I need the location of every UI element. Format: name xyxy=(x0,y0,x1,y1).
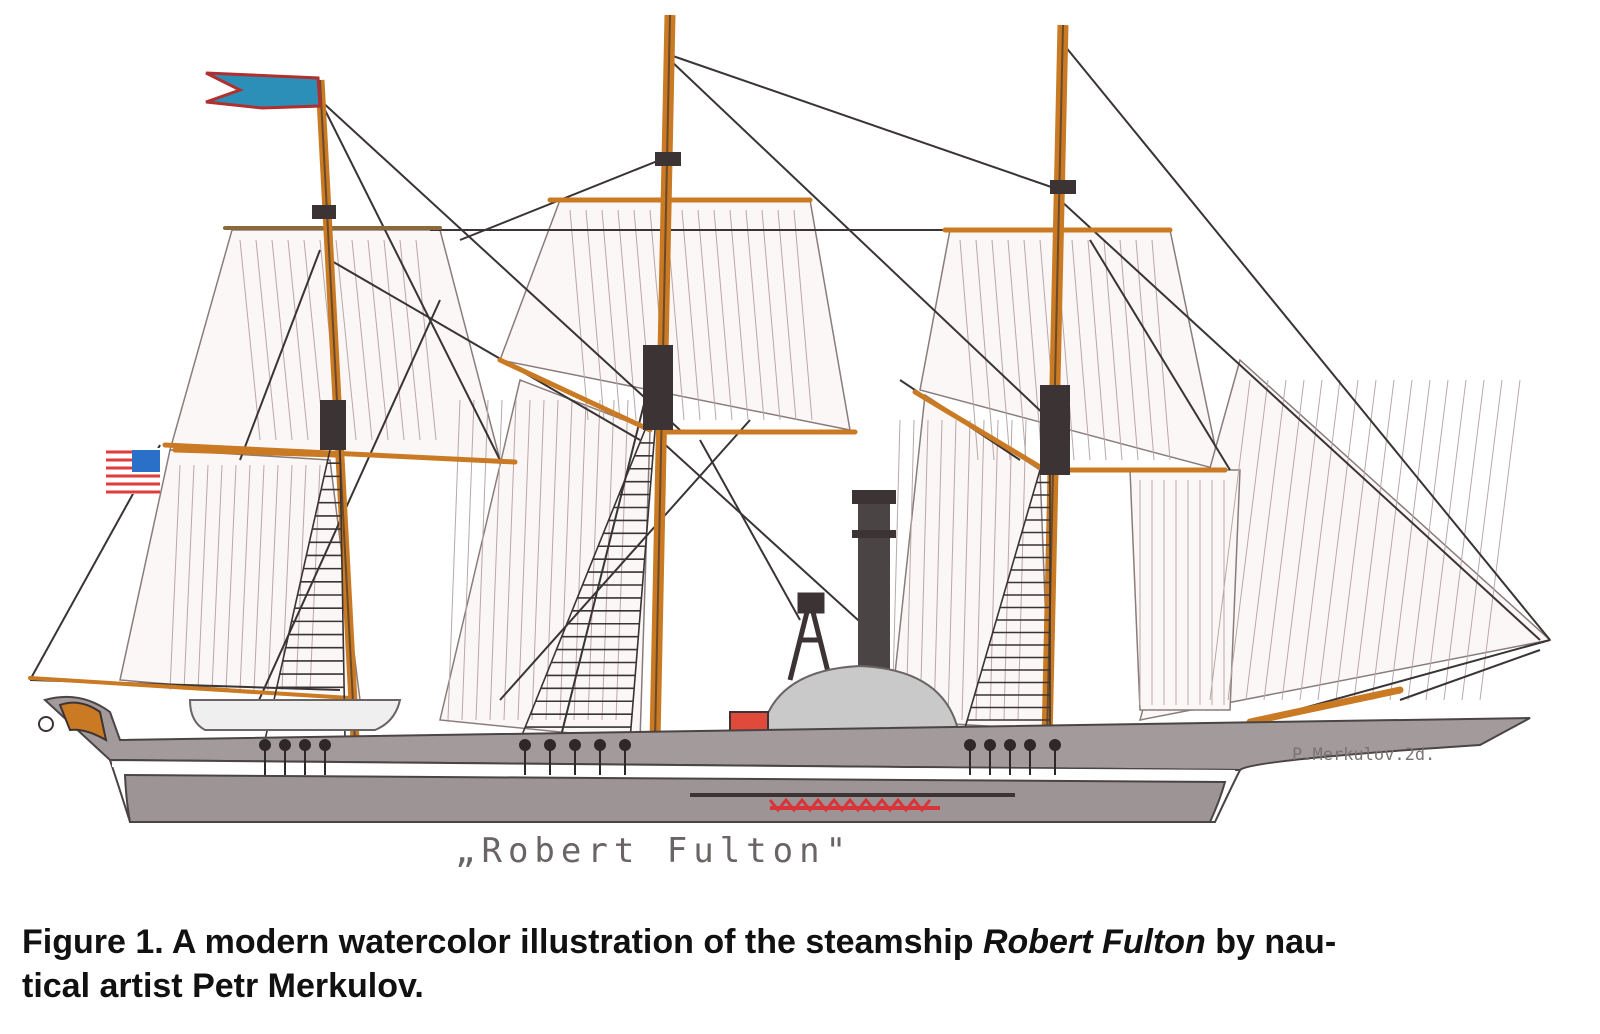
rigging xyxy=(29,39,1551,741)
funnel xyxy=(852,490,896,684)
chain-plates xyxy=(259,739,1061,775)
ship-illustration: „Robert Fulton" P.Merkulov.2d. xyxy=(28,14,1552,871)
pennant-flag xyxy=(205,71,322,110)
us-flag xyxy=(106,448,160,494)
hull xyxy=(38,695,1531,823)
artist-signature: P.Merkulov.2d. xyxy=(1292,745,1435,765)
figure-caption: Figure 1. A modern watercolor illustrati… xyxy=(22,920,1582,1008)
caption-ship-name: Robert Fulton xyxy=(982,923,1206,961)
ship-boat xyxy=(188,699,402,731)
sail-hatching xyxy=(169,209,1521,721)
caption-prefix: Figure 1. A modern watercolor illustrati… xyxy=(22,923,983,961)
caption-line2: tical artist Petr Merkulov. xyxy=(22,967,424,1005)
ship-name-label: „Robert Fulton" xyxy=(455,831,852,871)
caption-suffix: by nau- xyxy=(1205,923,1337,961)
paddle-box xyxy=(758,664,962,741)
walking-beam-frame xyxy=(787,592,833,681)
shroud-ladders xyxy=(264,429,1051,746)
